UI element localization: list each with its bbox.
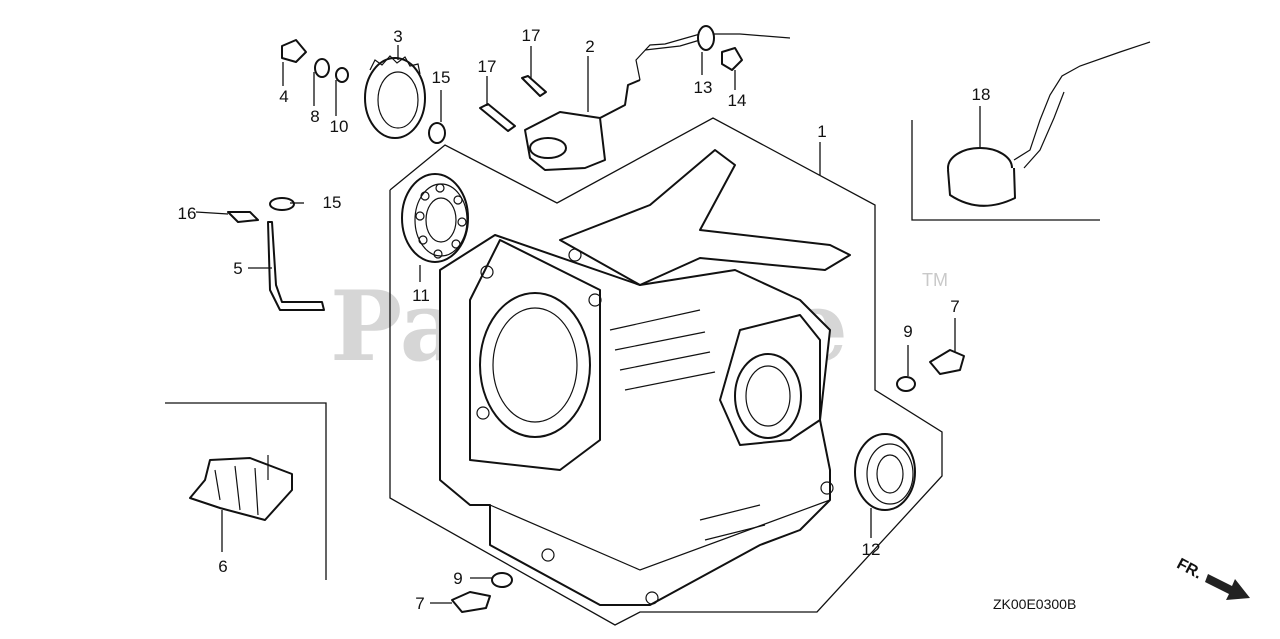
clip-10 <box>335 67 349 83</box>
front-direction-indicator: FR. <box>1174 555 1250 600</box>
washer-15a <box>428 122 446 144</box>
callout-17-lower: 17 <box>478 57 497 76</box>
callout-12: 12 <box>862 540 881 559</box>
washer-15b <box>269 197 295 211</box>
front-direction-arrow-icon <box>1205 574 1250 600</box>
callout-18: 18 <box>972 85 991 104</box>
drawing-code: ZK00E0300B <box>993 596 1076 612</box>
washer-8 <box>314 58 330 78</box>
oil-sensor <box>524 33 791 171</box>
callout-13: 13 <box>694 78 713 97</box>
bolt-7b <box>451 591 491 613</box>
callouts: 1 2 3 4 5 6 7 7 8 9 9 10 11 12 13 14 15 … <box>178 26 991 613</box>
washer-9b <box>491 572 513 588</box>
callout-4: 4 <box>279 87 288 106</box>
engine-mount <box>189 455 293 521</box>
governor-arm-5 <box>267 221 325 311</box>
callout-6: 6 <box>218 557 227 576</box>
callout-15-left: 15 <box>323 193 342 212</box>
bolt-7a <box>929 349 965 375</box>
callout-5: 5 <box>233 259 242 278</box>
callout-7-right: 7 <box>950 297 959 316</box>
callout-17-top: 17 <box>522 26 541 45</box>
group-box-left <box>165 402 327 580</box>
callout-16: 16 <box>178 204 197 223</box>
governor-shaft-4 <box>281 39 307 63</box>
bolt-17b <box>479 103 516 132</box>
governor-gear <box>364 55 426 139</box>
callout-2: 2 <box>585 37 594 56</box>
callout-15-top: 15 <box>432 68 451 87</box>
oil-seal <box>854 433 916 511</box>
assembly-outline <box>389 117 943 626</box>
crankcase <box>439 149 851 606</box>
watermark-trademark: TM <box>922 270 948 290</box>
callout-7-bottom: 7 <box>415 594 424 613</box>
nut-14 <box>721 47 743 71</box>
oil-alert-unit <box>947 41 1151 207</box>
callout-10: 10 <box>330 117 349 136</box>
pin-16 <box>227 211 259 223</box>
bolt-17a <box>521 75 547 97</box>
callout-14: 14 <box>728 91 747 110</box>
washer-9a <box>896 376 916 392</box>
group-box-right <box>911 120 1100 221</box>
bearing <box>401 173 469 263</box>
callout-9-right: 9 <box>903 322 912 341</box>
front-direction-label: FR. <box>1174 555 1205 582</box>
callout-11: 11 <box>412 286 430 305</box>
small-parts <box>227 25 965 613</box>
callout-9-bottom: 9 <box>453 569 462 588</box>
leader-lines <box>195 45 981 604</box>
callout-8: 8 <box>310 107 319 126</box>
grommet-13 <box>697 25 715 51</box>
callout-1: 1 <box>817 122 826 141</box>
callout-3: 3 <box>393 27 402 46</box>
